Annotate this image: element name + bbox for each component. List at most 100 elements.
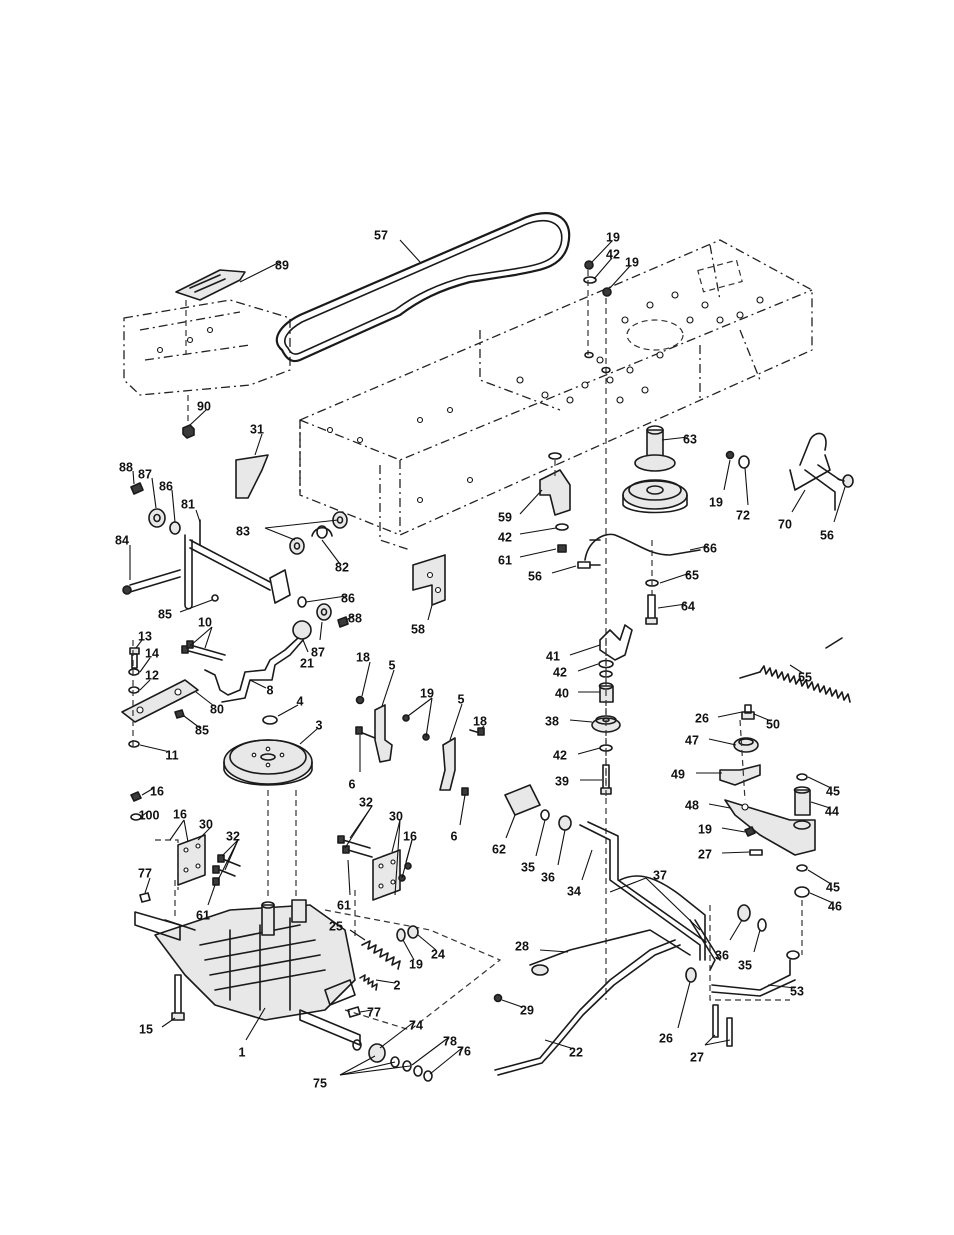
angle-bracket	[413, 555, 445, 605]
callout-number: 78	[443, 1034, 457, 1048]
callout-number: 56	[528, 569, 542, 583]
nut	[131, 483, 143, 494]
callout-number: 41	[546, 649, 560, 663]
callout-leader	[730, 920, 742, 940]
callout-number: 100	[139, 808, 160, 822]
callout-leader	[400, 240, 420, 262]
callout-leader	[536, 820, 545, 856]
callout-leader	[502, 1000, 522, 1007]
bolt-pair	[182, 641, 225, 660]
callout-number: 86	[159, 479, 173, 493]
callout-leader	[678, 982, 690, 1028]
callout-leader	[610, 266, 630, 288]
bolt	[646, 595, 657, 624]
callout-leader	[558, 830, 565, 865]
control-bracket-left	[356, 697, 392, 763]
callout-number: 27	[698, 847, 712, 861]
callout-leader	[376, 980, 395, 983]
washer	[541, 810, 549, 820]
callout-number: 16	[173, 807, 187, 821]
retaining-ring	[263, 716, 277, 724]
washer	[686, 968, 696, 982]
callout-leader	[402, 840, 412, 878]
washer	[556, 524, 568, 530]
callout-number: 44	[825, 804, 839, 818]
callout-number: 85	[195, 723, 209, 737]
callout-number: 6	[349, 777, 356, 791]
callout-number: 84	[115, 533, 129, 547]
callout-leader	[265, 520, 338, 528]
callout-leader	[340, 1066, 410, 1075]
callout-number: 19	[625, 255, 639, 269]
callout-number: 63	[683, 432, 697, 446]
cross-shaft	[580, 822, 720, 970]
drive-belt	[277, 213, 569, 361]
callout-leader	[300, 729, 317, 744]
callout-number: 28	[515, 939, 529, 953]
callout-leader	[172, 490, 175, 522]
callout-leader	[552, 566, 576, 573]
callout-number: 61	[196, 908, 210, 922]
bushing	[298, 597, 306, 607]
callout-number: 16	[403, 829, 417, 843]
nut	[727, 452, 734, 459]
callout-number: 80	[210, 702, 224, 716]
callout-leader	[506, 815, 515, 838]
callout-number: 27	[690, 1050, 704, 1064]
spacer	[795, 787, 811, 815]
callout-number: 37	[653, 868, 667, 882]
callout-number: 35	[521, 860, 535, 874]
callout-number: 76	[457, 1044, 471, 1058]
callout-number: 47	[685, 733, 699, 747]
transaxle	[135, 880, 500, 1045]
callout-number: 42	[498, 530, 512, 544]
callout-number: 15	[139, 1022, 153, 1036]
callout-number: 88	[119, 460, 133, 474]
callout-number: 25	[329, 919, 343, 933]
callout-number: 61	[498, 553, 512, 567]
nut	[212, 595, 218, 601]
callout-leader	[303, 640, 308, 652]
callout-number: 18	[356, 650, 370, 664]
callout-number: 72	[736, 508, 750, 522]
callout-leader	[540, 950, 568, 952]
compression-spring	[362, 941, 400, 969]
callout-number: 26	[659, 1031, 673, 1045]
bolt	[750, 850, 762, 855]
callout-leader	[754, 930, 760, 952]
callout-number: 36	[541, 870, 555, 884]
callout-number: 11	[165, 748, 178, 762]
callout-number: 62	[492, 842, 506, 856]
callout-leader	[350, 930, 365, 940]
washer	[787, 951, 799, 959]
upper-fastener-stack	[584, 261, 611, 1000]
bolt	[578, 562, 600, 568]
washer	[797, 865, 807, 871]
callout-number: 21	[300, 656, 314, 670]
callout-number: 14	[145, 646, 159, 660]
washer	[129, 741, 139, 747]
bolt	[130, 648, 139, 668]
callout-leader	[306, 596, 346, 602]
callout-leader	[792, 490, 805, 512]
callout-number: 85	[158, 607, 172, 621]
nut	[131, 792, 141, 801]
callout-leader	[250, 680, 266, 688]
callout-leader	[240, 262, 280, 282]
nut	[397, 929, 405, 941]
callout-number: 77	[138, 866, 152, 880]
callout-number: 19	[606, 230, 620, 244]
callout-leader	[578, 664, 598, 671]
callout-number: 55	[798, 670, 812, 684]
callout-number: 56	[820, 528, 834, 542]
callout-leader	[208, 885, 215, 905]
callout-number: 30	[199, 817, 213, 831]
shift-rod-assembly	[123, 520, 290, 609]
callout-leader	[709, 804, 730, 808]
callout-leader	[578, 748, 600, 754]
callout-number: 86	[341, 591, 355, 605]
callout-number: 19	[420, 686, 434, 700]
brake-rod	[790, 433, 840, 510]
bushing	[505, 785, 540, 815]
